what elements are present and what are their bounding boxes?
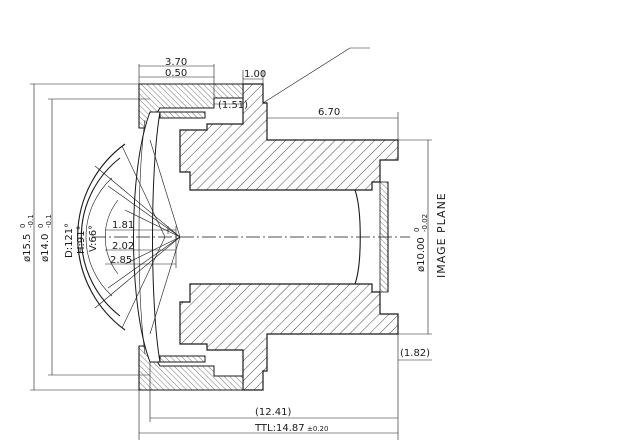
dim-barrel-tol-upper: 0: [413, 228, 421, 232]
top-dimension-lines: [138, 47, 399, 140]
dim-barrel-tol-lower: -0.02: [421, 214, 429, 232]
dim-outer-tol-lower: -0.1: [27, 214, 35, 228]
retainer-ring-lower: [159, 355, 206, 363]
dim-flange-thickness: 1.00: [244, 69, 266, 80]
fov-horizontal: H:91°: [76, 225, 87, 254]
dim-stop-2: 2.02: [112, 241, 134, 252]
image-plane-label: IMAGE PLANE: [435, 192, 448, 278]
dim-top-width-inner: 0.50: [165, 68, 187, 79]
dim-barrel-diameter: ø10.00: [416, 237, 427, 272]
left-dimension-lines: [30, 83, 150, 391]
dim-optical-length: (12.41): [255, 407, 292, 418]
housing-lower: [179, 283, 399, 391]
retainer-cap-upper: [138, 83, 244, 129]
housing-upper: [179, 83, 399, 191]
fov-diagonal: D:121°: [64, 223, 75, 258]
fov-vertical: V:66°: [88, 225, 99, 252]
right-dimension-lines: [397, 139, 432, 440]
dim-body-tol-upper: 0: [37, 224, 45, 228]
dim-body-tol-lower: -0.1: [45, 214, 53, 228]
bottom-dimension-lines: [138, 362, 398, 440]
dim-barrel-length: 6.70: [318, 107, 340, 118]
dim-top-width: 3.70: [165, 57, 187, 68]
dim-stop-3: 2.85: [110, 255, 132, 266]
dim-outer-diameter: ø15.5: [22, 234, 33, 262]
dim-outer-tol-upper: 0: [19, 224, 27, 228]
dim-recess-depth: (1.51): [218, 100, 248, 111]
stop-dimension-lines: [105, 226, 177, 268]
dim-body-diameter: ø14.0: [40, 234, 51, 262]
dim-back-focal: (1.82): [400, 348, 430, 359]
fov-rays: [77, 139, 181, 335]
dim-stop-1: 1.81: [112, 220, 134, 231]
dim-ttl-tol: ±0.20: [307, 425, 328, 433]
retainer-cap-lower: [138, 345, 244, 391]
retainer-ring-upper: [159, 111, 206, 119]
dim-ttl: TTL:14.87: [254, 423, 305, 434]
